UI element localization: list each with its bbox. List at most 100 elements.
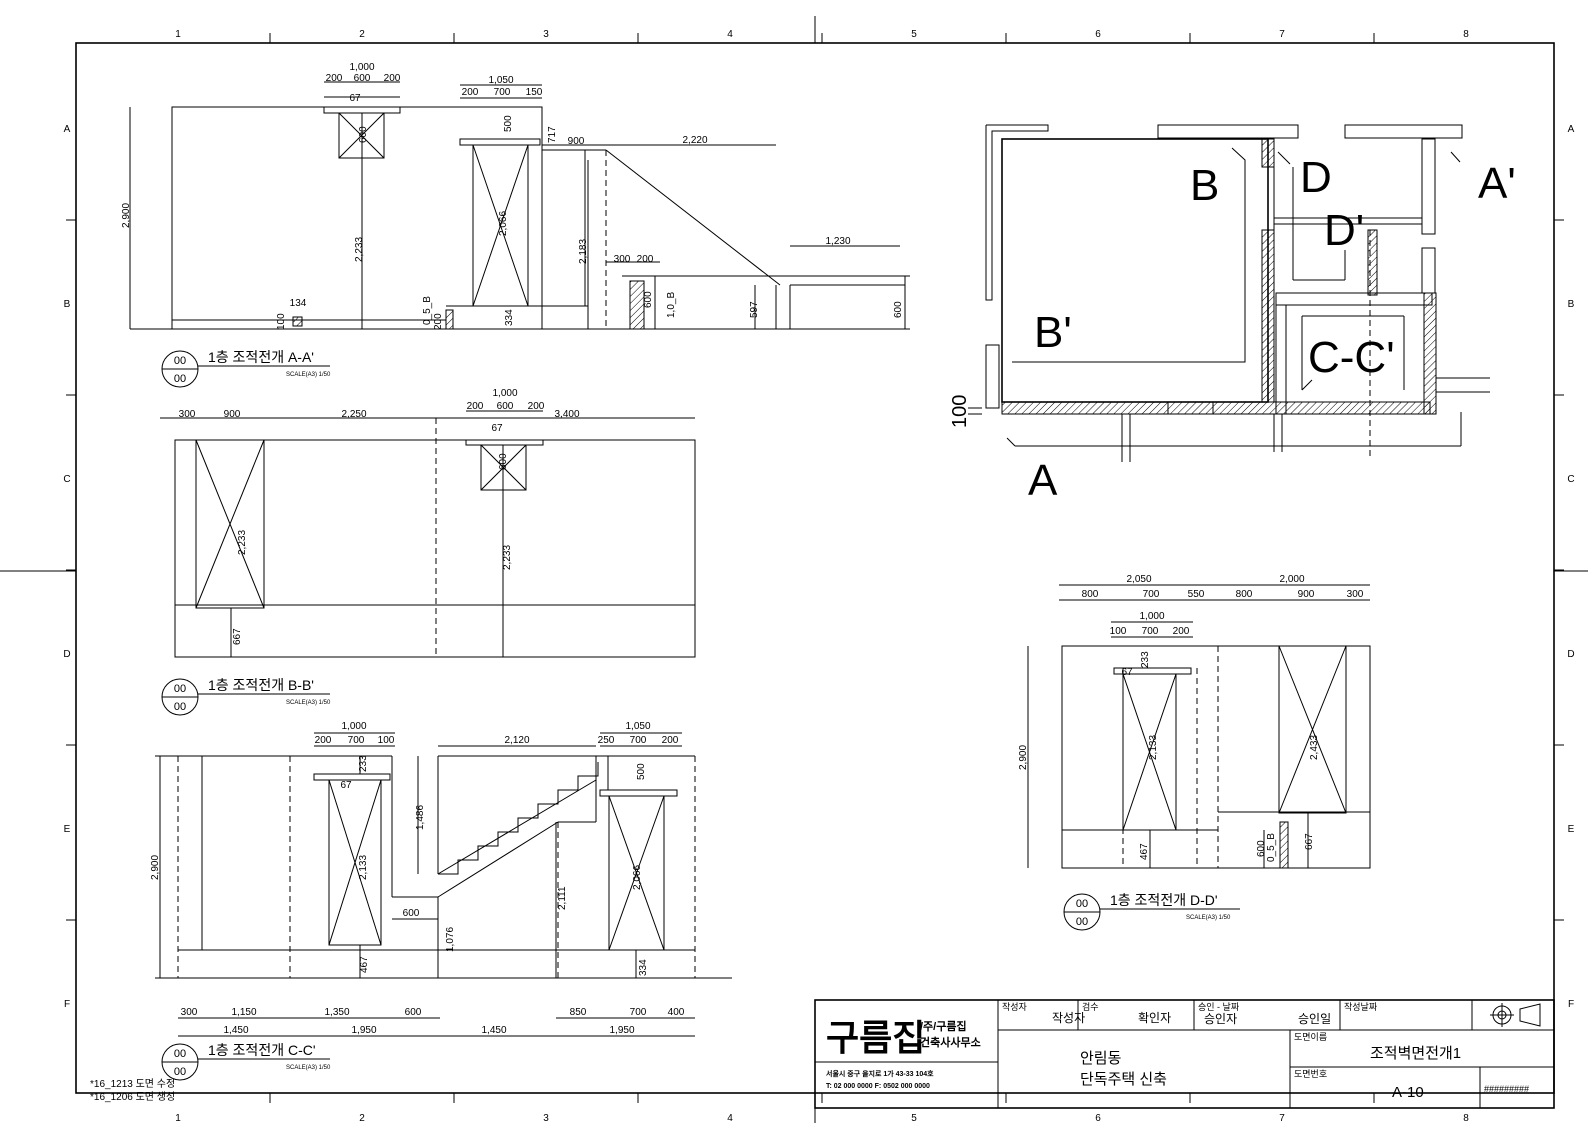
dd-dim-label: 67 [1121, 667, 1133, 678]
cc-dim-label: 1,950 [351, 1025, 376, 1036]
aa-dim-label: 1,000 [349, 62, 374, 73]
bb-dim-label: 200 [467, 401, 484, 412]
cc-bubble-top: 00 [174, 1048, 186, 1060]
plan-label-d-prime: D' [1324, 206, 1364, 255]
bb-title: 1층 조적전개 B-B' [208, 677, 314, 693]
elevation-bb [160, 410, 696, 658]
drawing-name: 조적벽면전개1 [1370, 1045, 1461, 1062]
elevation-aa [129, 81, 910, 330]
column-label-4: 4 [727, 29, 733, 40]
elevation-cc [155, 732, 732, 1037]
approve-label: 승인 - 날짜 [1198, 1002, 1240, 1012]
company-name-line1: /주/구름집 [920, 1019, 967, 1033]
row-label-right-F: F [1568, 999, 1574, 1010]
aa-dim-label: 300 [614, 254, 631, 265]
row-label-E: E [64, 824, 71, 835]
bb-bubble-top: 00 [174, 683, 186, 695]
dd-dim-label: 100 [1110, 626, 1127, 637]
company-address: 서울시 중구 을지로 1가 43-33 104호 [826, 1069, 934, 1078]
cc-dim-label: 600 [403, 908, 420, 919]
title-block: 구름집 /주/구름집 건축사사무소 서울시 중구 을지로 1가 43-33 10… [814, 999, 1555, 1109]
aa-dim-label: 2,220 [682, 135, 707, 146]
aa-bubble-top: 00 [174, 355, 186, 367]
dd-dim-label: 900 [1298, 589, 1315, 600]
row-label-right-B: B [1568, 299, 1575, 310]
row-label-right-E: E [1568, 824, 1575, 835]
company-contact: T: 02 000 0000 F: 0502 000 0000 [826, 1083, 930, 1090]
elevation-bb-title: 00 00 1층 조적전개 B-B' SCALE(A3) 1/50 [161, 677, 331, 716]
cc-dim-label: 1,050 [625, 721, 650, 732]
row-label-D: D [63, 649, 70, 660]
column-label-bottom-7: 7 [1279, 1113, 1285, 1123]
plan-label-b-prime: B' [1034, 308, 1072, 357]
cc-dim-label: 1,450 [223, 1025, 248, 1036]
cc-dim-label: 2,900 [150, 855, 161, 880]
bb-scale: SCALE(A3) 1/50 [286, 700, 331, 706]
bb-dim-label: 300 [179, 409, 196, 420]
revision-note-1: *16_1213 도면 수정 [90, 1078, 175, 1090]
cc-dim-label: 1,350 [324, 1007, 349, 1018]
column-label-bottom-1: 1 [175, 1113, 181, 1123]
cc-bubble-bottom: 00 [174, 1066, 186, 1078]
aa-dim-label: 200 [384, 73, 401, 84]
aa-dim-label: 600 [893, 301, 904, 318]
column-label-bottom-5: 5 [911, 1113, 917, 1123]
column-label-bottom-4: 4 [727, 1113, 733, 1123]
aa-dim-label: 700 [494, 87, 511, 98]
aa-dim-label: 900 [568, 136, 585, 147]
bb-dim-label: 3,400 [554, 409, 579, 420]
elevation-dd-title: 00 00 1층 조적전개 D-D' SCALE(A3) 1/50 [1063, 892, 1240, 931]
cc-dim-label: 100 [378, 735, 395, 746]
revision-note-2: *16_1206 도면 생성 [90, 1091, 175, 1103]
aa-dim-label: 334 [504, 309, 515, 326]
plan-label-c-c-prime: C-C' [1308, 333, 1395, 382]
project-name-line2: 단독주택 신축 [1080, 1071, 1167, 1088]
cc-dim-label: 250 [598, 735, 615, 746]
check-label: 검수 [1082, 1001, 1099, 1012]
column-label-bottom-2: 2 [359, 1113, 365, 1123]
dd-dim-label: 700 [1143, 589, 1160, 600]
cc-dim-label: 700 [630, 735, 647, 746]
cc-dim-label: 300 [181, 1007, 198, 1018]
cc-scale: SCALE(A3) 1/50 [286, 1065, 331, 1071]
dd-bubble-bottom: 00 [1076, 916, 1088, 928]
aa-scale: SCALE(A3) 1/50 [286, 372, 331, 378]
column-label-2: 2 [359, 29, 365, 40]
dd-dim-label: 200 [1173, 626, 1190, 637]
dd-dim-label: 2,000 [1279, 574, 1304, 585]
column-label-6: 6 [1095, 29, 1101, 40]
dd-dim-label: 2,900 [1018, 745, 1029, 770]
cc-dim-label: 1,076 [445, 927, 456, 952]
cc-dim-label: 1,450 [481, 1025, 506, 1036]
aa-dim-label: 600 [354, 73, 371, 84]
bb-dim-label: 200 [528, 401, 545, 412]
cc-dim-label: 700 [348, 735, 365, 746]
row-label-F: F [64, 999, 70, 1010]
drawing-name-label: 도면이름 [1294, 1032, 1327, 1042]
bb-dim-label: 667 [232, 628, 243, 645]
cc-dim-label: 2,120 [504, 735, 529, 746]
dd-dim-label: 600 [1256, 840, 1267, 857]
author-label: 작성자 [1002, 1002, 1028, 1012]
cc-dim-label: 400 [668, 1007, 685, 1018]
plan-label-a-prime: A' [1478, 159, 1516, 208]
column-label-7: 7 [1279, 29, 1285, 40]
aa-dim-label: 150 [526, 87, 543, 98]
dd-dim-label: 667 [1304, 833, 1315, 850]
check-value: 확인자 [1138, 1011, 1171, 1025]
bb-dim-label: 600 [498, 453, 509, 470]
date-value: ######### [1484, 1084, 1529, 1094]
date-label: 작성날짜 [1344, 1002, 1378, 1012]
cc-dim-label: 334 [638, 959, 649, 976]
cc-dim-label: 200 [315, 735, 332, 746]
aa-title: 1층 조적전개 A-A' [208, 349, 314, 365]
row-label-right-D: D [1567, 649, 1574, 660]
cc-title: 1층 조적전개 C-C' [208, 1042, 316, 1058]
bb-dim-label: 600 [497, 401, 514, 412]
dd-scale: SCALE(A3) 1/50 [1186, 915, 1231, 921]
bb-dim-label: 1,000 [492, 388, 517, 399]
